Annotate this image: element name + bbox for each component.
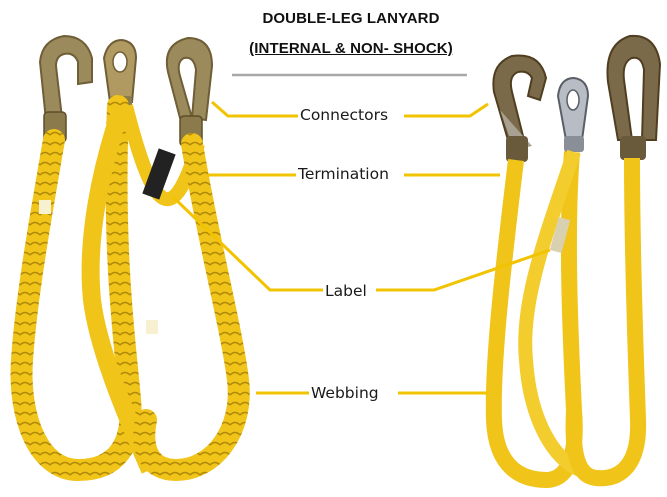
diagram-subtitle: (INTERNAL & NON- SHOCK): [222, 40, 480, 57]
left-hook-inner-icon: [167, 38, 212, 146]
callout-termination: Termination: [296, 165, 391, 183]
right-hook-center-icon: [558, 78, 588, 152]
right-hook-left-icon: [493, 55, 546, 162]
left-hook-outer-icon: [40, 36, 92, 142]
callout-connectors: Connectors: [298, 106, 390, 124]
right-lanyard: [493, 36, 660, 480]
callout-label: Label: [323, 282, 369, 300]
left-lanyard: [22, 36, 239, 470]
right-hook-right-icon: [607, 36, 660, 160]
callout-webbing: Webbing: [309, 384, 381, 402]
diagram-title: DOUBLE-LEG LANYARD: [222, 10, 480, 27]
